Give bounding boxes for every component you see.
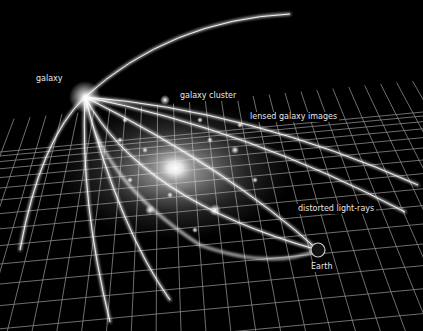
cluster-galaxy — [142, 147, 148, 153]
annotation-label: galaxy cluster — [178, 91, 238, 101]
spacetime-grid — [0, 54, 423, 331]
earth-circle — [311, 243, 325, 257]
annotation-label: lensed galaxy images — [248, 112, 339, 122]
annotation-label: galaxy — [34, 74, 65, 84]
cluster-galaxy — [197, 117, 203, 123]
light-ray-cores — [20, 14, 418, 322]
light-rays — [20, 14, 418, 322]
cluster-galaxy — [192, 227, 198, 233]
grid-line — [0, 314, 423, 331]
grid-line — [0, 289, 423, 329]
cluster-galaxies — [117, 95, 258, 233]
source-galaxy — [69, 81, 101, 113]
cluster-galaxy — [231, 146, 239, 154]
annotation-label: Earth — [309, 262, 334, 272]
cluster-galaxy — [252, 177, 258, 183]
cluster-core — [145, 144, 205, 192]
cluster-galaxy — [160, 95, 170, 105]
annotation-label: distorted light-rays — [296, 204, 376, 214]
cluster-galaxy — [167, 192, 173, 198]
cluster-galaxy — [207, 137, 213, 143]
grid-line — [0, 266, 423, 306]
